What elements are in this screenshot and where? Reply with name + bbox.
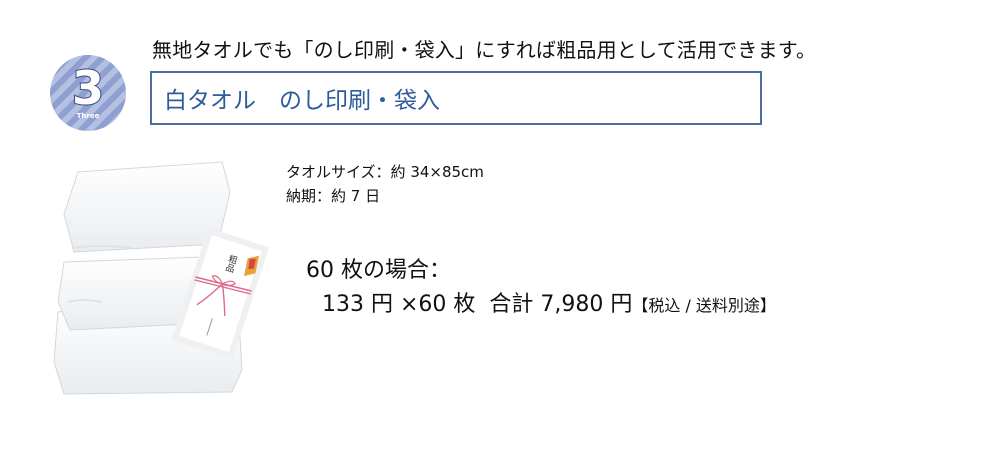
- towel-product-photo: 粗品: [53, 161, 270, 395]
- towel-size-spec: タオルサイズ：約 34×85cm: [286, 163, 484, 181]
- spec-list: タオルサイズ：約 34×85cm 納期：約 7 日: [286, 160, 484, 208]
- product-title-box: 白タオル のし印刷・袋入: [150, 71, 762, 125]
- price-calculation: 60 枚の場合： 133 円 ×60 枚 合計 7,980 円【税込 / 送料別…: [306, 254, 776, 323]
- price-line: 133 円 ×60 枚 合計 7,980 円【税込 / 送料別途】: [306, 288, 776, 323]
- step-word: Three: [76, 112, 100, 120]
- quantity-case-label: 60 枚の場合：: [306, 258, 451, 283]
- wrapped-gift-towel: 粗品: [171, 227, 270, 360]
- product-title: 白タオル のし印刷・袋入: [164, 88, 440, 114]
- delivery-spec: 納期：約 7 日: [286, 187, 381, 205]
- step-number-badge: 3 Three: [50, 55, 126, 131]
- step-number: 3: [71, 61, 105, 115]
- tax-shipping-note: 【税込 / 送料別途】: [632, 296, 776, 315]
- headline-text: 無地タオルでも「のし印刷・袋入」にすれば粗品用として活用できます。: [152, 38, 817, 62]
- price-formula: 133 円 ×60 枚 合計 7,980 円: [322, 292, 633, 317]
